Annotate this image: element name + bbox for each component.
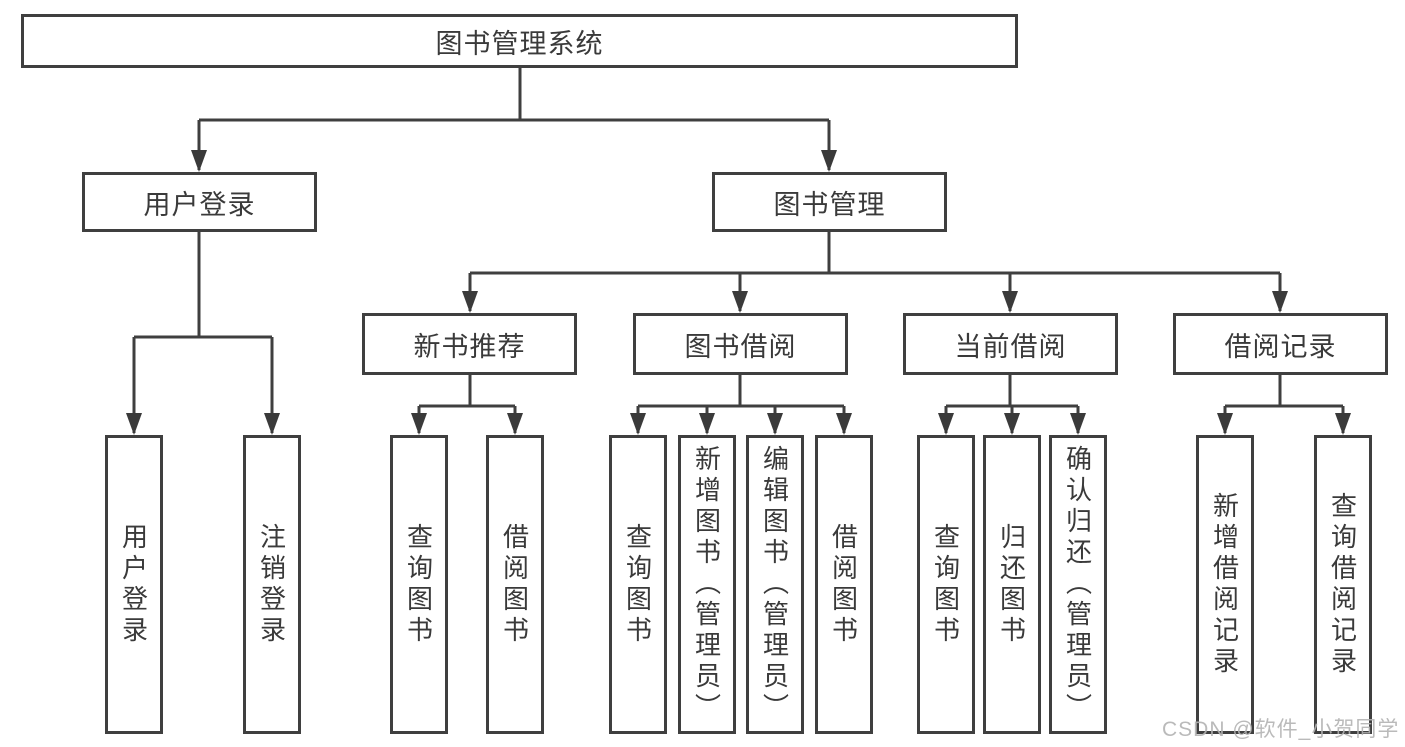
- node-new-book-recommendation: 新书推荐: [362, 313, 577, 375]
- leaf-current-query-books: 查询图书: [917, 435, 975, 734]
- csdn-watermark: CSDN @软件_小贺同学: [1162, 718, 1400, 741]
- leaf-borrowing-query-books: 查询图书: [609, 435, 667, 734]
- leaf-current-return-books: 归还图书: [983, 435, 1041, 734]
- leaf-records-add-record: 新增借阅记录: [1196, 435, 1254, 734]
- leaf-borrowing-edit-books-admin: 编辑图书（管理员）: [746, 435, 804, 734]
- node-library-management-system: 图书管理系统: [21, 14, 1018, 68]
- leaf-records-query-record: 查询借阅记录: [1314, 435, 1372, 734]
- arrowhead-icons: [126, 150, 1351, 435]
- leaf-current-confirm-return-admin: 确认归还（管理员）: [1049, 435, 1107, 734]
- leaf-recommend-borrow-books: 借阅图书: [486, 435, 544, 734]
- leaf-user-login: 用户登录: [105, 435, 163, 734]
- node-current-borrowing: 当前借阅: [903, 313, 1118, 375]
- node-book-borrowing: 图书借阅: [633, 313, 848, 375]
- node-user-login: 用户登录: [82, 172, 317, 232]
- leaf-recommend-query-books: 查询图书: [390, 435, 448, 734]
- node-book-management: 图书管理: [712, 172, 947, 232]
- node-borrowing-records: 借阅记录: [1173, 313, 1388, 375]
- connector-paths: [132, 68, 1345, 433]
- leaf-borrowing-add-books-admin: 新增图书（管理员）: [678, 435, 736, 734]
- leaf-logout: 注销登录: [243, 435, 301, 734]
- leaf-borrowing-borrow-books: 借阅图书: [815, 435, 873, 734]
